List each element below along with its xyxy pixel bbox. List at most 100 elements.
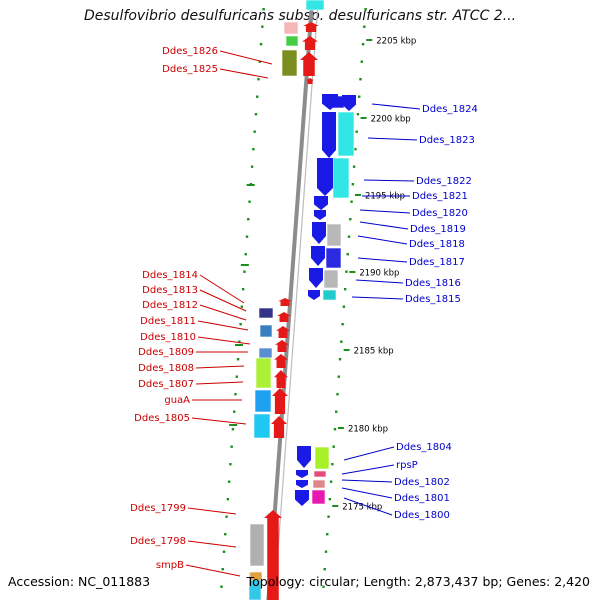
reverse-leader-line — [359, 209, 411, 214]
ring-dot — [236, 358, 240, 361]
forward-gene-arrow — [274, 370, 288, 388]
ruler-label: 2180 kbp — [348, 425, 388, 435]
forward-leader-line — [195, 365, 245, 369]
forward-leader-line — [185, 564, 241, 577]
ring-dot — [354, 148, 357, 151]
reverse-leader-line — [341, 479, 393, 483]
ring-dot — [346, 253, 349, 256]
ring-dot — [351, 183, 355, 186]
reverse-gene-arrow — [322, 94, 338, 110]
reverse-gene-arrow — [314, 210, 326, 220]
ring-dot — [240, 305, 244, 308]
reverse-gene-arrow — [342, 95, 356, 111]
forward-gene-label: Ddes_1808 — [138, 363, 194, 374]
ring-dot — [243, 270, 246, 273]
ring-dot — [227, 480, 231, 483]
ring-dot — [220, 585, 223, 588]
ring-dot — [347, 235, 351, 238]
labels-layer: Ddes_1826Ddes_1825Ddes_1814Ddes_1813Ddes… — [130, 46, 478, 571]
reverse-gene-label: Ddes_1824 — [422, 104, 478, 115]
ring-dot — [231, 428, 235, 431]
ruler-label: 2205 kbp — [376, 37, 416, 47]
ring-dot — [356, 113, 360, 116]
reverse-leader-line — [355, 279, 404, 284]
gene-block — [326, 223, 342, 247]
gene-block — [325, 247, 342, 269]
ring-dot — [239, 323, 242, 326]
ring-dot — [259, 43, 263, 46]
forward-gene-label: Ddes_1809 — [138, 347, 194, 358]
forward-gene-arrow — [271, 416, 287, 438]
reverse-gene-label: Ddes_1818 — [409, 239, 465, 250]
ring-dot — [262, 8, 265, 11]
ring-dot — [261, 25, 264, 28]
ring-dot — [343, 288, 347, 291]
gene-block — [254, 389, 272, 413]
ring-dot — [248, 200, 251, 203]
gene-block — [253, 413, 271, 439]
forward-leader-line — [197, 320, 249, 331]
reverse-gene-arrow — [311, 246, 325, 266]
ring-dot — [257, 78, 260, 81]
forward-leader-line — [197, 336, 251, 345]
ruler-label: 2200 kbp — [371, 115, 411, 125]
gene-block — [323, 269, 339, 289]
ring-dot — [244, 253, 247, 256]
gene-block — [313, 470, 327, 478]
reverse-leader-line — [341, 487, 393, 499]
reverse-gene-label: Ddes_1821 — [412, 191, 468, 202]
reverse-leader-line — [343, 497, 393, 516]
ring-dot — [327, 515, 330, 518]
gene-block — [258, 307, 274, 319]
gene-block — [332, 157, 350, 199]
reverse-gene-label: Ddes_1820 — [412, 208, 468, 219]
forward-gene-label: guaA — [164, 395, 190, 406]
reverse-gene-arrow — [308, 290, 320, 300]
ring-dot — [254, 113, 258, 116]
leader-lines-layer — [185, 50, 421, 577]
ring-dot — [342, 305, 346, 308]
gene-block — [314, 446, 330, 470]
ring-dot — [221, 568, 224, 571]
ring-dot — [322, 585, 325, 588]
forward-gene-label: Ddes_1799 — [130, 503, 186, 514]
features-layer — [248, 0, 356, 600]
gene-block — [285, 35, 299, 47]
reverse-leader-line — [357, 257, 408, 263]
gene-block — [259, 324, 273, 338]
reverse-gene-arrow — [317, 158, 333, 196]
ring-dot — [245, 235, 249, 238]
forward-gene-arrow — [306, 78, 314, 84]
reverse-gene-label: Ddes_1816 — [405, 278, 461, 289]
forward-gene-label: Ddes_1814 — [142, 270, 198, 281]
reverse-gene-arrow — [312, 222, 326, 244]
forward-gene-arrow — [278, 298, 292, 306]
ruler-label: 2190 kbp — [359, 269, 399, 279]
reverse-gene-arrow — [314, 196, 328, 210]
gene-block — [311, 489, 326, 505]
ring-dot — [241, 288, 245, 291]
ring-dot — [222, 550, 226, 553]
genome-title: Desulfovibrio desulfuricans subsp. desul… — [83, 8, 517, 24]
forward-leader-line — [191, 417, 247, 425]
ring-dot — [252, 148, 255, 151]
reverse-leader-line — [367, 137, 418, 141]
reverse-leader-line — [341, 464, 395, 475]
reverse-leader-line — [363, 179, 415, 182]
ring-dot — [360, 60, 363, 63]
forward-leader-line — [187, 540, 237, 548]
gene-block — [283, 21, 299, 35]
forward-gene-arrow — [272, 388, 288, 414]
ring-dot — [229, 463, 232, 466]
ring-dot — [337, 375, 340, 378]
gene-block — [312, 479, 326, 489]
gene-block — [322, 289, 337, 301]
ring-dot — [349, 218, 352, 221]
backbone-line — [266, 0, 315, 600]
reverse-gene-label: Ddes_1801 — [394, 493, 450, 504]
ring-dot — [323, 568, 326, 571]
gene-block — [281, 49, 298, 77]
ring-dot — [235, 375, 238, 378]
ring-dot — [247, 218, 250, 221]
